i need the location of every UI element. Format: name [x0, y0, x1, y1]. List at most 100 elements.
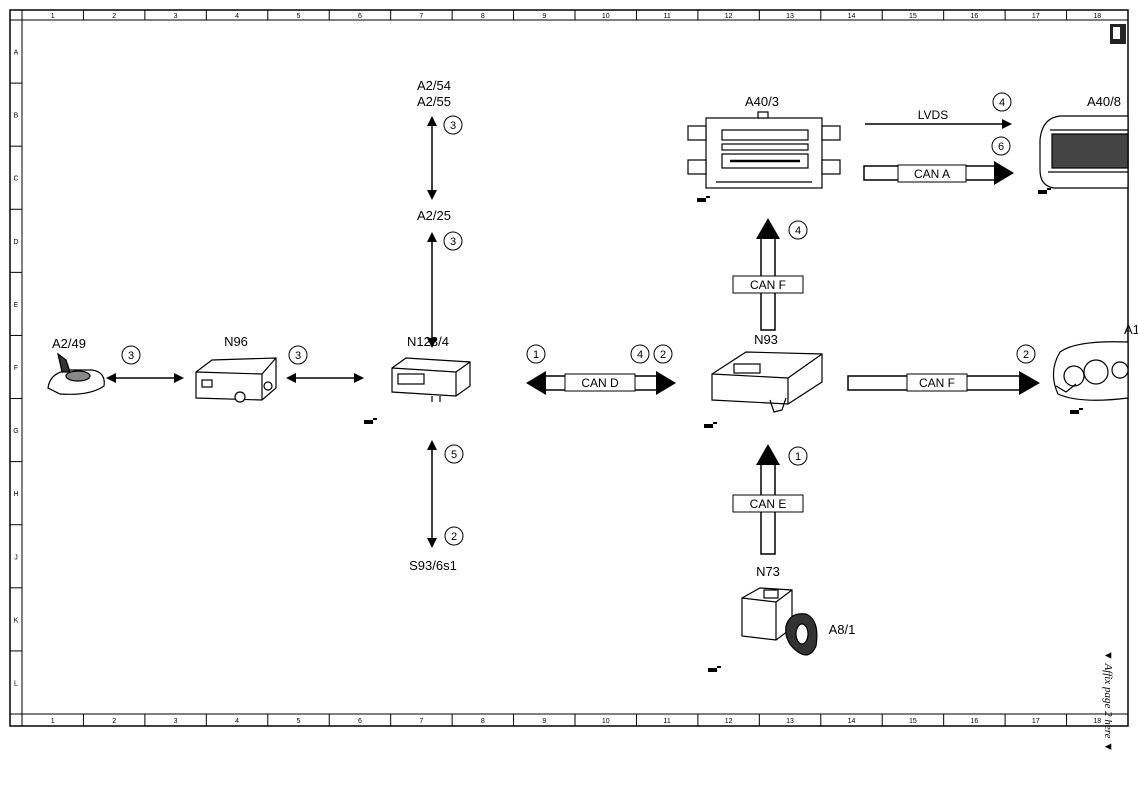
svg-text:2: 2 [451, 531, 457, 543]
svg-text:4: 4 [999, 97, 1005, 109]
corner-mark-icon [1110, 24, 1126, 44]
row-ref-label: C [13, 176, 18, 183]
svg-text:3: 3 [450, 236, 456, 248]
ref-hand-icon [1070, 408, 1083, 414]
label-a2-49: A2/49 [52, 336, 86, 351]
column-ref-label: 11 [664, 718, 671, 725]
svg-text:6: 6 [998, 141, 1004, 153]
row-ref-label: D [13, 239, 18, 246]
marker-circle: 1 [526, 344, 546, 364]
column-ref-label: 5 [297, 718, 301, 725]
column-ref-label: 5 [297, 13, 301, 20]
column-ref-label: 12 [725, 718, 733, 725]
marker-circle: 6 [991, 136, 1011, 156]
affix-page-note: ▼ Affix page 2 here ▼ [1100, 650, 1120, 770]
head-unit-a403-icon [687, 111, 841, 189]
column-ref-label: 8 [481, 718, 485, 725]
column-ref-label: 9 [542, 718, 546, 725]
marker-circle: 2 [444, 526, 464, 546]
label-a2-55: A2/55 [417, 94, 451, 109]
cluster-a1-icon [1052, 341, 1129, 401]
connections [106, 116, 1012, 548]
label-a8-1: A8/1 [829, 622, 856, 637]
marker-circle: 4 [630, 344, 650, 364]
label-s93-6s1: S93/6s1 [409, 558, 457, 573]
column-ref-label: 7 [419, 13, 423, 20]
row-ref-label: F [14, 365, 18, 372]
marker-circle: 3 [443, 115, 463, 135]
module-n1234-icon [391, 357, 471, 402]
svg-text:4: 4 [795, 225, 801, 237]
row-ref-label: A [14, 50, 19, 57]
ref-hand-icon [364, 418, 377, 424]
drawing-frame: 1122334455667788991010111112121313141415… [9, 9, 1129, 727]
column-ref-label: 13 [786, 718, 794, 725]
bus-can-d: CAN D [526, 371, 676, 395]
row-ref-label: E [14, 302, 19, 309]
bus-lvds-label: LVDS [918, 108, 948, 122]
marker-circle: 4 [788, 220, 808, 240]
column-ref-label: 14 [848, 13, 856, 20]
marker-circle: 1 [788, 446, 808, 466]
column-ref-label: 4 [235, 718, 239, 725]
marker-circle: 3 [288, 345, 308, 365]
bus-can-a: CAN A [863, 161, 1014, 185]
row-ref-label: H [13, 491, 18, 498]
marker-circle: 2 [1016, 344, 1036, 364]
column-ref-label: 10 [602, 13, 610, 20]
column-ref-label: 8 [481, 13, 485, 20]
svg-text:3: 3 [295, 350, 301, 362]
row-ref-label: B [14, 113, 19, 120]
column-ref-label: 17 [1032, 13, 1040, 20]
column-ref-label: 6 [358, 718, 362, 725]
component-labels: A2/54 A2/55 A2/25 A2/49 N96 N123/4 S93/6… [52, 78, 1138, 637]
svg-text:1: 1 [533, 349, 539, 361]
bus-can-e: CAN E [732, 444, 804, 555]
column-ref-label: 2 [112, 718, 116, 725]
column-ref-label: 17 [1032, 718, 1040, 725]
label-a40-3: A40/3 [745, 94, 779, 109]
label-a2-25: A2/25 [417, 208, 451, 223]
label-a40-8: A40/8 [1087, 94, 1121, 109]
column-ref-label: 10 [602, 718, 610, 725]
svg-text:3: 3 [128, 350, 134, 362]
marker-circle: 4 [992, 92, 1012, 112]
ref-hand-icon [708, 666, 721, 672]
label-n123-4: N123/4 [407, 334, 449, 349]
svg-text:2: 2 [660, 349, 666, 361]
column-ref-label: 4 [235, 13, 239, 20]
column-ref-label: 6 [358, 13, 362, 20]
marker-circle: 5 [444, 444, 464, 464]
row-ref-label: G [13, 428, 18, 435]
svg-text:3: 3 [450, 120, 456, 132]
column-ref-label: 7 [419, 718, 423, 725]
reference-marks [364, 188, 1083, 672]
column-ref-label: 18 [1093, 13, 1101, 20]
column-ref-label: 11 [664, 13, 671, 20]
bus-can-d-label: CAN D [581, 376, 619, 390]
display-a408-icon [1039, 115, 1129, 189]
column-ref-label: 15 [909, 13, 917, 20]
markers: 3 3 3 3 5 2 1 4 2 4 4 6 2 1 [121, 92, 1036, 546]
bus-can-f-right: CAN F [847, 371, 1040, 395]
label-n93: N93 [754, 332, 778, 347]
bus-can-a-label: CAN A [914, 167, 950, 181]
column-ref-label: 3 [174, 718, 178, 725]
bus-can-f-up: CAN F [732, 218, 804, 331]
column-ref-label: 18 [1093, 718, 1101, 725]
label-a1: A1 [1124, 322, 1138, 337]
antenna-a249-icon [47, 352, 105, 395]
marker-circle: 3 [443, 231, 463, 251]
svg-text:4: 4 [637, 349, 643, 361]
ref-hand-icon [704, 422, 717, 428]
column-ref-label: 9 [542, 13, 546, 20]
module-n96-icon [195, 357, 277, 403]
column-ref-label: 1 [51, 13, 55, 20]
label-n73: N73 [756, 564, 780, 579]
column-ref-label: 16 [970, 718, 978, 725]
row-ref-label: L [14, 680, 18, 687]
marker-circle: 2 [653, 344, 673, 364]
column-ref-label: 16 [970, 13, 978, 20]
bus-can-e-label: CAN E [750, 497, 787, 511]
